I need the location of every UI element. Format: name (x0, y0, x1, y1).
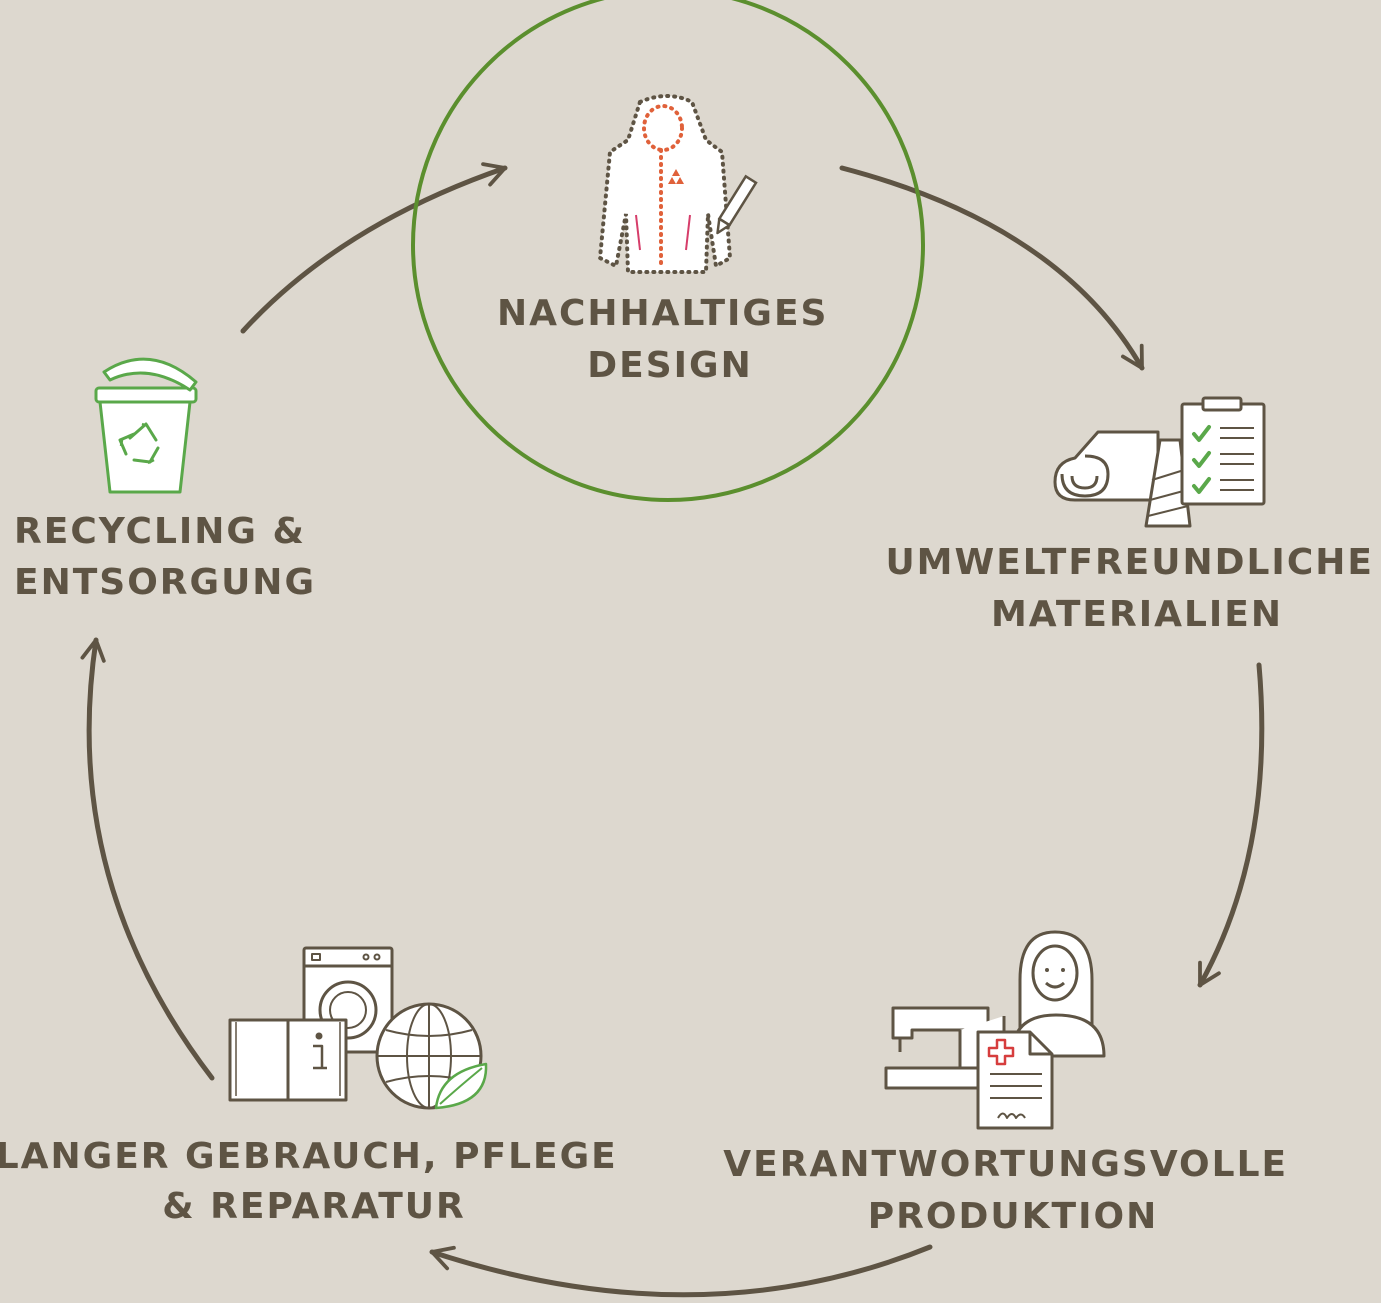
highlight-ring (411, 0, 925, 502)
book-washer-globe-icon (228, 946, 488, 1110)
stage-production-line-1: VERANTWORTUNGSVOLLE (723, 1144, 1288, 1185)
sewing-worker-icon (884, 930, 1106, 1130)
arrow-use-to-recycling (80, 637, 215, 1081)
arrow-production-to-use (429, 1244, 933, 1298)
fabric-clipboard-icon (1053, 396, 1266, 528)
stage-design-label: NACHHALTIGES DESIGN (497, 293, 843, 386)
jacket-pen-icon (597, 94, 758, 274)
stage-use-line-2: & REPARATUR (162, 1186, 465, 1227)
stage-production-label: VERANTWORTUNGSVOLLE PRODUKTION (723, 1144, 1302, 1237)
stage-design-line-1: NACHHALTIGES (497, 293, 829, 334)
stage-production-line-2: PRODUKTION (868, 1196, 1158, 1237)
recycling-bin-icon (94, 357, 198, 494)
arrow-materials-to-production (1197, 662, 1265, 988)
stage-design-line-2: DESIGN (587, 345, 752, 386)
stage-use-label: LANGER GEBRAUCH, PFLEGE & REPARATUR (0, 1136, 632, 1227)
stage-materials-label: UMWELTFREUNDLICHE MATERIALIEN (885, 542, 1381, 635)
arrow-recycling-to-design (240, 162, 508, 334)
stage-recycling-label: RECYCLING & ENTSORGUNG (14, 511, 320, 603)
stage-use-line-1: LANGER GEBRAUCH, PFLEGE (0, 1136, 618, 1177)
stage-materials-line-2: MATERIALIEN (991, 594, 1283, 635)
stage-recycling-line-1: RECYCLING & (14, 511, 306, 552)
stage-recycling-line-2: ENTSORGUNG (14, 562, 316, 603)
stage-materials-line-1: UMWELTFREUNDLICHE (885, 542, 1374, 583)
arrow-design-to-materials (839, 165, 1145, 371)
